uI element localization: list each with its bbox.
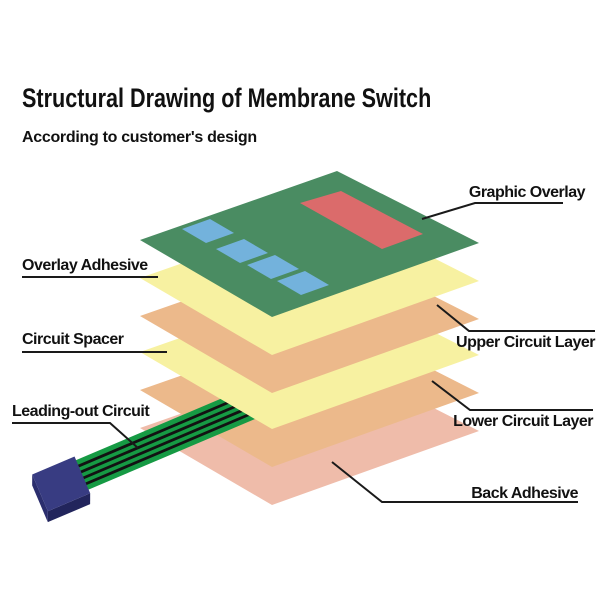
ribbon-trace: [68, 401, 278, 493]
ribbon-trace: [61, 383, 270, 475]
label-upper-circuit-layer: Upper Circuit Layer: [456, 334, 595, 351]
leader-upper-circuit: [436, 304, 595, 332]
label-circuit-spacer: Circuit Spacer: [22, 331, 124, 348]
leader-leadout-circuit: [12, 422, 139, 449]
ribbon-trace: [63, 389, 273, 481]
label-leading-out-circuit: Leading-out Circuit: [12, 403, 150, 420]
overlay-button: [216, 239, 268, 263]
label-graphic-overlay: Graphic Overlay: [468, 184, 586, 201]
overlay-button: [182, 219, 234, 243]
leadout-circuit: [32, 379, 280, 523]
leader-back-adhesive: [331, 461, 578, 503]
overlay-button: [277, 271, 329, 295]
ribbon-trace: [66, 395, 275, 487]
layer-graphic-overlay: [140, 171, 479, 317]
page-title: Structural Drawing of Membrane Switch: [22, 83, 432, 113]
leader-lower-circuit: [431, 380, 593, 411]
connector-top-face: [32, 456, 91, 512]
label-overlay-adhesive: Overlay Adhesive: [22, 257, 148, 274]
connector-front-face: [47, 493, 91, 523]
connector-side-face: [32, 474, 48, 523]
overlay-button: [247, 255, 299, 279]
overlay-display-window: [300, 191, 423, 249]
label-back-adhesive: Back Adhesive: [471, 485, 578, 502]
label-lower-circuit-layer: Lower Circuit Layer: [453, 413, 593, 430]
leadout-ribbon: [59, 379, 280, 497]
page-subtitle: According to customer's design: [22, 129, 257, 146]
leader-graphic-overlay: [421, 202, 563, 220]
